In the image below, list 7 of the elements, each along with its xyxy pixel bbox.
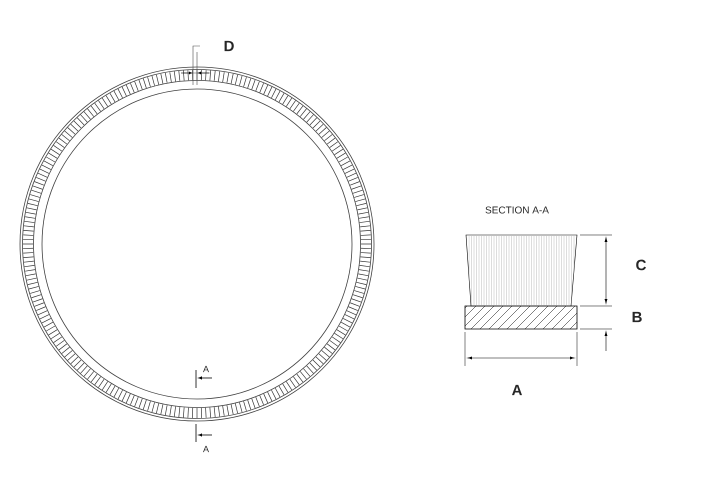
dimension-label: C (636, 260, 646, 270)
section-letter: A (203, 446, 209, 452)
section-letter: A (203, 366, 209, 372)
dimension-label: A (512, 384, 522, 396)
dimension-label: D (224, 40, 234, 52)
dimension-label: B (632, 312, 642, 322)
section-title: SECTION A-A (486, 206, 549, 214)
